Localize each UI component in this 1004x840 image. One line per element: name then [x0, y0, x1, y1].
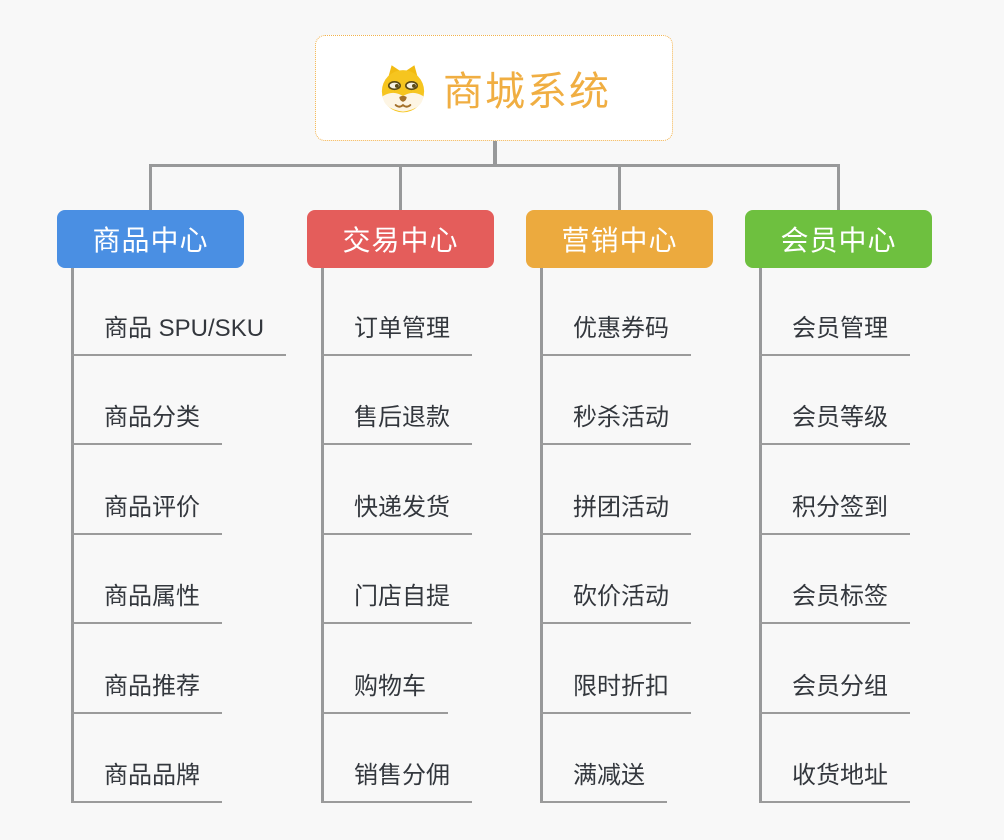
node-item[interactable]: 限时折扣 [540, 672, 691, 714]
branch-column-product: 商品中心 商品 SPU/SKU 商品分类 商品评价 商品属性 商品推荐 商品品牌 [57, 210, 317, 835]
connector-column-line [321, 268, 324, 803]
connector-drop-marketing [618, 164, 621, 211]
node-item[interactable]: 积分签到 [759, 493, 910, 535]
branch-column-member: 会员中心 会员管理 会员等级 积分签到 会员标签 会员分组 收货地址 [745, 210, 1004, 835]
connector-column-line [71, 268, 74, 803]
branch-member-center[interactable]: 会员中心 [745, 210, 932, 268]
connector-root-stem [493, 141, 497, 166]
connector-drop-trade [399, 164, 402, 211]
connector-column-line [759, 268, 762, 803]
node-item[interactable]: 会员分组 [759, 672, 910, 714]
branch-column-marketing: 营销中心 优惠券码 秒杀活动 拼团活动 砍价活动 限时折扣 满减送 [526, 210, 786, 835]
node-item[interactable]: 销售分佣 [321, 761, 472, 803]
root-node[interactable]: 商城系统 [315, 35, 673, 141]
branch-column-trade: 交易中心 订单管理 售后退款 快递发货 门店自提 购物车 销售分佣 [307, 210, 567, 835]
node-item[interactable]: 商品属性 [71, 582, 222, 624]
branch-marketing-center[interactable]: 营销中心 [526, 210, 713, 268]
dog-face-icon [381, 65, 425, 113]
node-item[interactable]: 商品分类 [71, 403, 222, 445]
node-item[interactable]: 会员标签 [759, 582, 910, 624]
node-item[interactable]: 商品评价 [71, 493, 222, 535]
node-item[interactable]: 拼团活动 [540, 493, 691, 535]
branch-trade-center[interactable]: 交易中心 [307, 210, 494, 268]
branch-product-center[interactable]: 商品中心 [57, 210, 244, 268]
node-item[interactable]: 会员等级 [759, 403, 910, 445]
node-item[interactable]: 商品 SPU/SKU [71, 314, 287, 356]
node-item[interactable]: 商品品牌 [71, 761, 222, 803]
connector-column-line [540, 268, 543, 803]
root-title: 商城系统 [443, 70, 611, 114]
node-item[interactable]: 收货地址 [759, 761, 910, 803]
node-item[interactable]: 购物车 [321, 672, 448, 714]
node-item[interactable]: 满减送 [540, 761, 667, 803]
node-item[interactable]: 门店自提 [321, 582, 472, 624]
node-item[interactable]: 快递发货 [321, 493, 472, 535]
node-item[interactable]: 优惠券码 [540, 314, 691, 356]
connector-drop-product [149, 164, 152, 211]
connector-drop-member [837, 164, 840, 211]
node-item[interactable]: 砍价活动 [540, 582, 691, 624]
node-item[interactable]: 秒杀活动 [540, 403, 691, 445]
node-item[interactable]: 售后退款 [321, 403, 472, 445]
node-item[interactable]: 订单管理 [321, 314, 472, 356]
connector-horizontal-trunk [149, 164, 840, 167]
node-item[interactable]: 会员管理 [759, 314, 910, 356]
node-item[interactable]: 商品推荐 [71, 672, 222, 714]
